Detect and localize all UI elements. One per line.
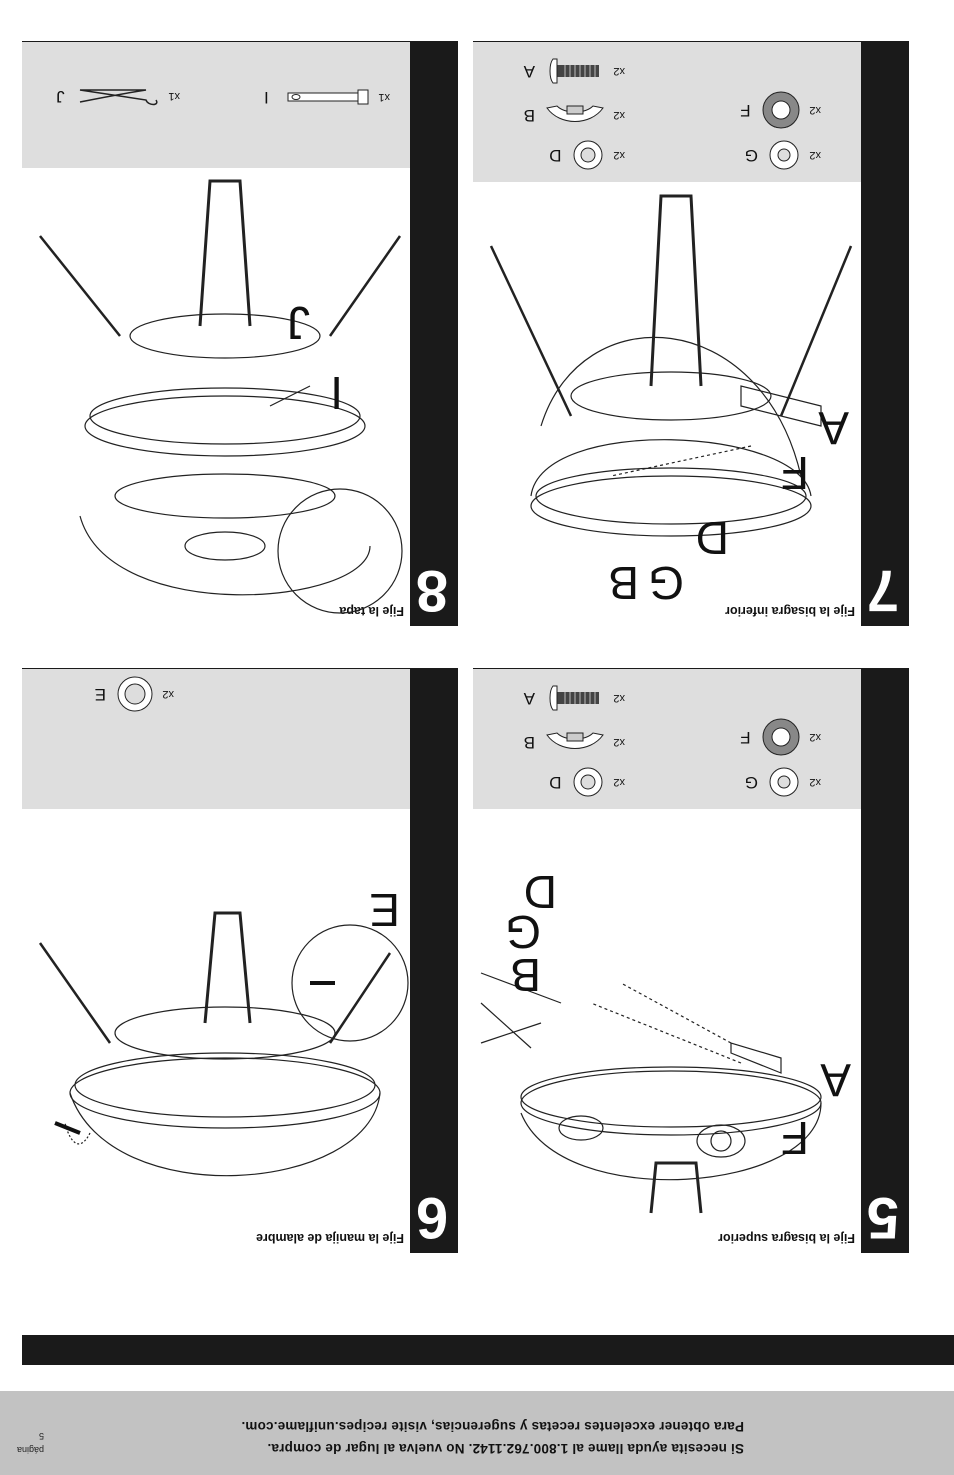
part-item: x2 F xyxy=(737,717,821,757)
part-item: x2 A xyxy=(521,56,625,86)
page-label: página xyxy=(16,1445,44,1455)
footer: Si necesita ayuda llame al 1.800.762.114… xyxy=(0,1391,954,1475)
step-number-bar: 5 xyxy=(861,669,909,1253)
wing-nut-icon xyxy=(546,105,605,122)
screw-icon xyxy=(549,685,600,711)
washer-icon xyxy=(117,676,153,712)
callout-label: F xyxy=(780,1112,809,1164)
screw-icon xyxy=(549,58,600,84)
part-item: x2 F xyxy=(737,90,821,130)
lock-washer-icon xyxy=(769,140,799,170)
step-7-illustration xyxy=(489,194,853,537)
part-item: x2 D xyxy=(547,138,625,172)
step-number: 8 xyxy=(415,558,449,623)
step-number-bar: 7 xyxy=(861,42,909,626)
step-5-panel: 5 Fije la bisagra superior F A B G xyxy=(473,668,909,1253)
callout-label: E xyxy=(369,884,400,936)
step-8-illustration xyxy=(39,179,403,614)
part-item: x2 G xyxy=(743,138,821,172)
part-item: x2 E xyxy=(92,675,174,713)
washer-icon xyxy=(573,767,603,797)
help-line-recipes: Para obtener excelentes recetas y sugere… xyxy=(241,1419,744,1434)
step-number: 7 xyxy=(866,558,900,623)
step-6-panel: 6 Fije la manija de alambre E x2 xyxy=(22,668,458,1253)
part-item: x1 J xyxy=(52,84,180,108)
part-item: x2 G xyxy=(743,765,821,799)
step-number: 6 xyxy=(415,1185,449,1250)
wing-nut-icon xyxy=(546,732,605,749)
step-number-bar: 8 xyxy=(410,42,458,626)
help-line-phone: Si necesita ayuda llame al 1.800.762.114… xyxy=(267,1441,744,1456)
parts-box: x2 E xyxy=(22,669,410,809)
callout-label: D xyxy=(695,512,729,564)
part-item: x2 B xyxy=(521,102,625,128)
callout-label: J xyxy=(287,297,310,349)
callout-label: D xyxy=(523,866,557,918)
washer-icon xyxy=(573,140,603,170)
parts-box: x2 G x2 F x2 D x2 B x2 A xyxy=(473,669,861,809)
hinge-pin-icon xyxy=(287,89,369,105)
parts-box: x1 I x1 J xyxy=(22,42,410,168)
callout-label: B xyxy=(510,949,541,1001)
step-5-illustration xyxy=(480,972,822,1214)
callout-label: G xyxy=(648,557,684,609)
page-number: 5 xyxy=(38,1431,44,1441)
step-7-panel: 7 Fije la bisagra inferior F A B G D xyxy=(473,41,909,626)
callout-label: A xyxy=(818,402,849,454)
part-item: x2 A xyxy=(521,683,625,713)
callout-label: A xyxy=(820,1054,851,1106)
step-number: 5 xyxy=(866,1185,900,1250)
large-washer-icon xyxy=(762,91,800,129)
page-number-block: página 5 xyxy=(4,1429,44,1457)
part-item: x2 D xyxy=(547,765,625,799)
callout-label: I xyxy=(330,367,343,419)
step-6-illustration xyxy=(38,911,409,1177)
section-divider-bar xyxy=(22,1335,954,1365)
callout-label: B xyxy=(608,557,639,609)
hair-pin-clip-icon xyxy=(80,89,158,106)
lock-washer-icon xyxy=(769,767,799,797)
help-text: Si necesita ayuda llame al 1.800.762.114… xyxy=(241,1415,744,1459)
callout-label: F xyxy=(780,447,809,499)
step-number-bar: 6 xyxy=(410,669,458,1253)
part-item: x2 B xyxy=(521,729,625,755)
part-item: x1 I xyxy=(264,88,390,107)
large-washer-icon xyxy=(762,718,800,756)
parts-box: x2 G x2 F x2 D x2 B x2 A xyxy=(473,42,861,182)
step-8-panel: 8 Fije la tapa I J x1 I xyxy=(22,41,458,626)
